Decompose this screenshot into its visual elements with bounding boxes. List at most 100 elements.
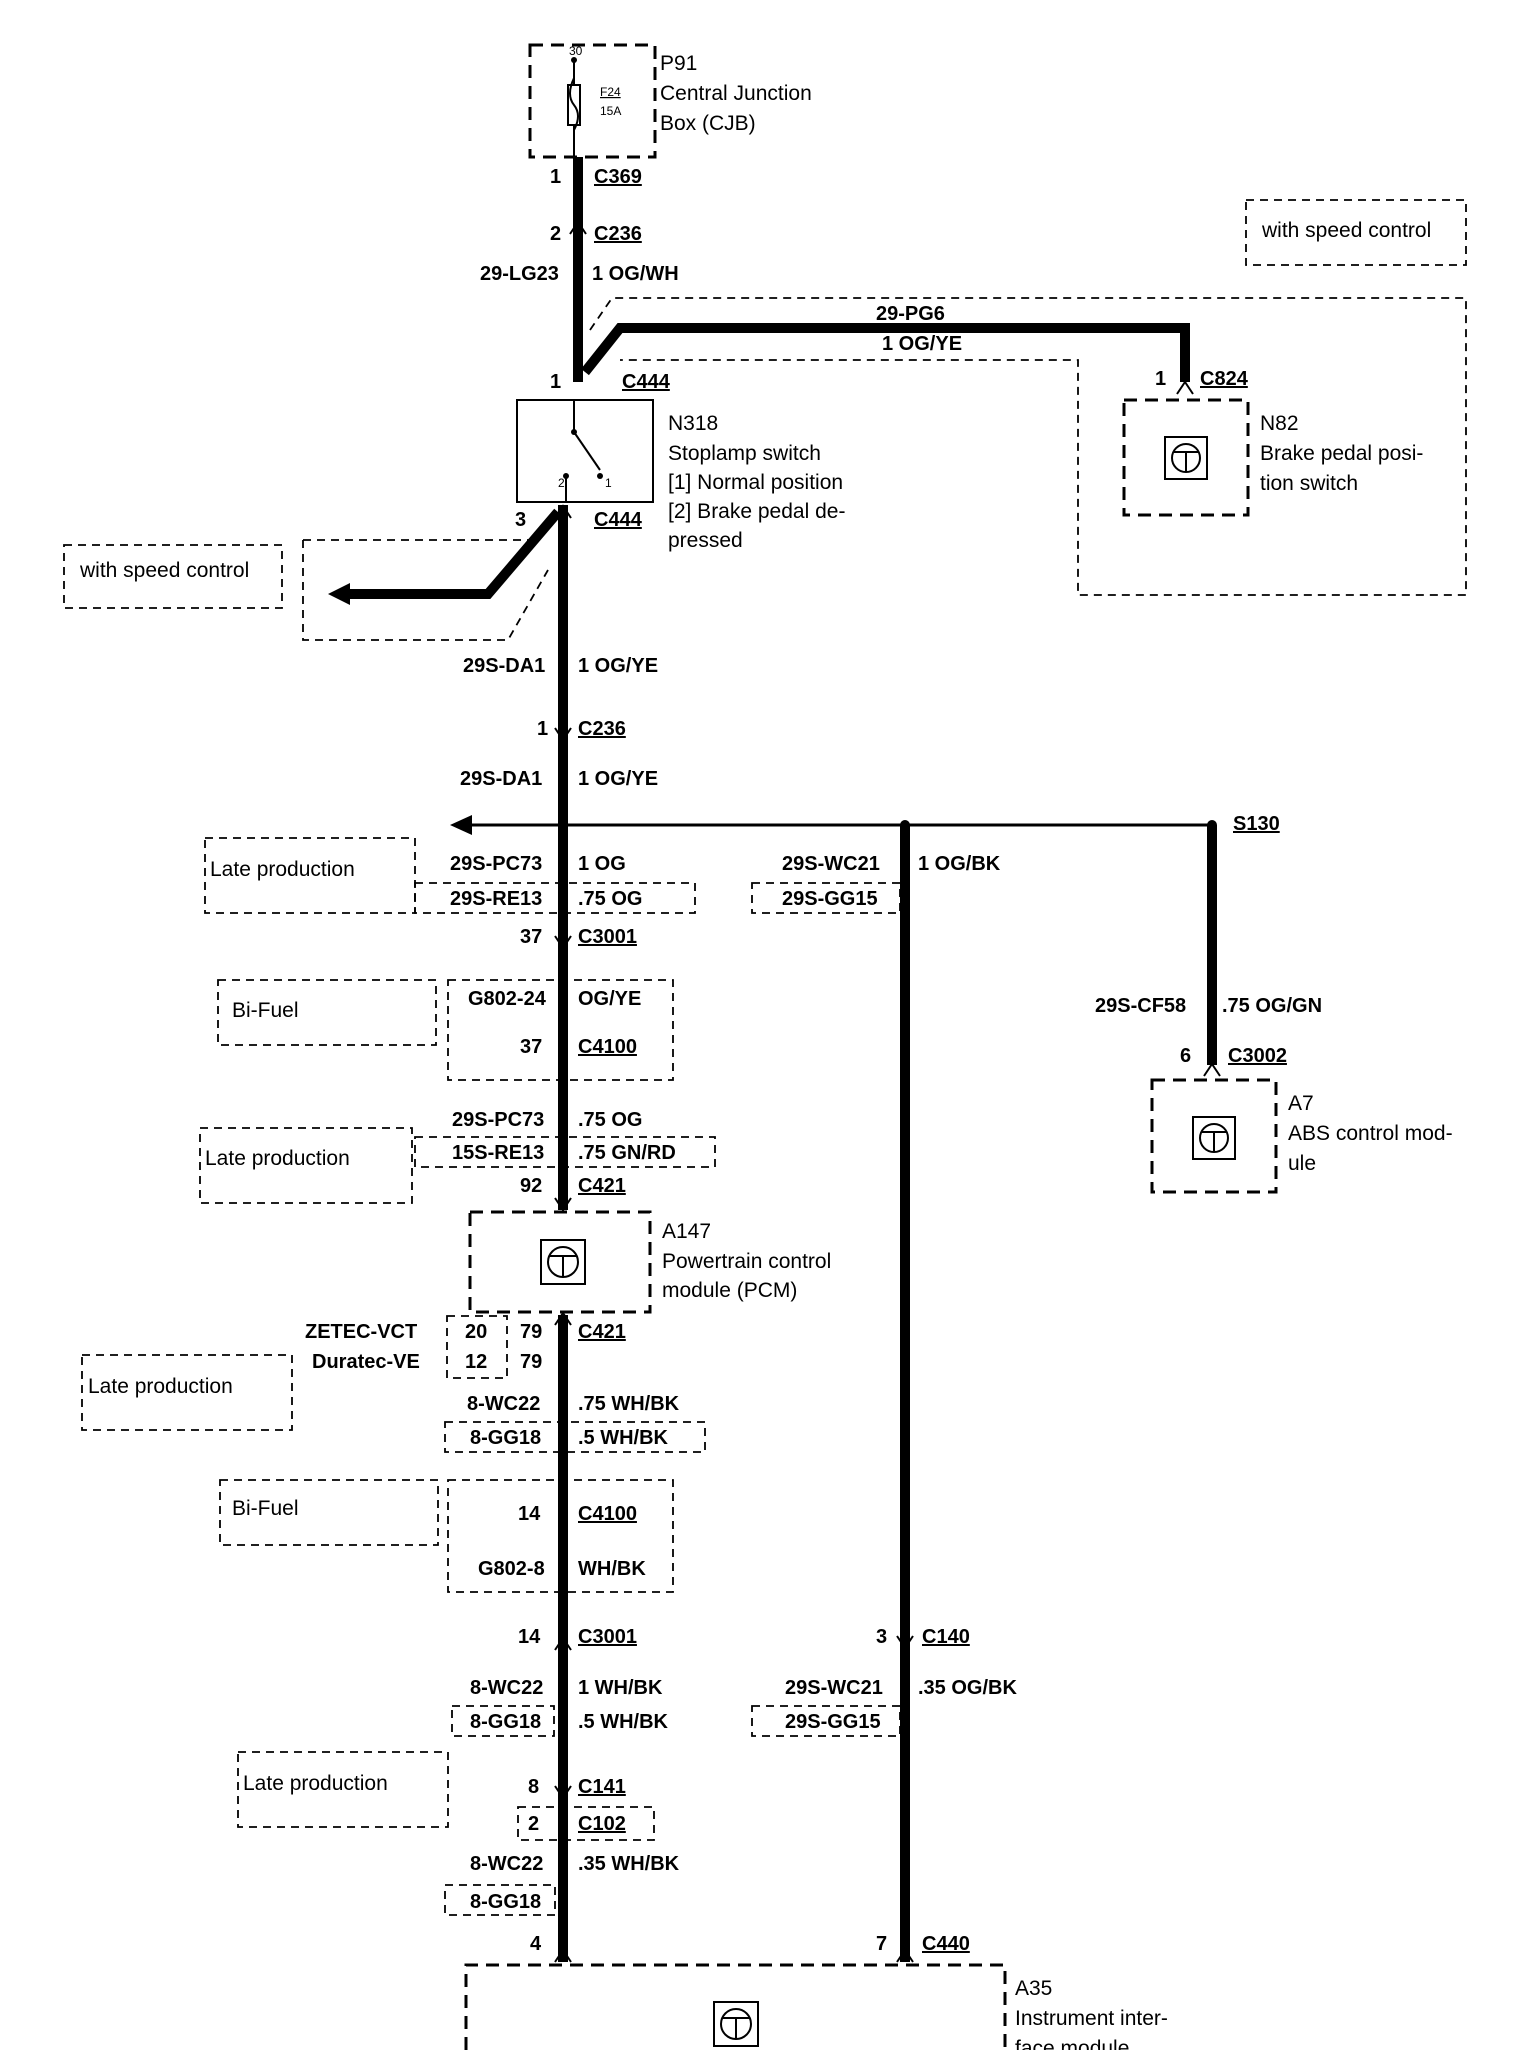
c3001-top-name: C3001 [578, 926, 637, 948]
w5-alt-circuit: 29S-RE13 [450, 888, 542, 910]
w8-alt-spec: .75 GN/RD [578, 1142, 676, 1164]
p91-id: P91 [660, 52, 697, 75]
c4100-bottom-pin: 14 [518, 1503, 541, 1525]
connector-arrow-icon [1176, 380, 1194, 395]
w14-circuit: 8-WC22 [470, 1853, 543, 1875]
a35-line1: Instrument inter- [1015, 2007, 1168, 2030]
c102-name: C102 [578, 1813, 626, 1835]
n82-brake-pedal-position-switch: 1 C824 N82 Brake pedal posi- tion switch [1122, 368, 1423, 517]
a147-id: A147 [662, 1220, 711, 1243]
bifuel-2-box [219, 1479, 439, 1546]
fuse-icon [567, 57, 581, 157]
c421-top-name: C421 [578, 1175, 626, 1197]
speed-control-region: with speed control [589, 199, 1467, 596]
n318-id: N318 [668, 412, 718, 435]
w7-spec: OG/YE [578, 988, 641, 1010]
w3-circuit: 29S-DA1 [463, 655, 545, 677]
n318-line4: pressed [668, 529, 743, 552]
w4-circuit: 29S-DA1 [460, 768, 542, 790]
w12-alt-spec: .5 WH/BK [578, 1711, 669, 1733]
p91-pin: 30 [569, 44, 583, 58]
w10-alt-circuit: 8-GG18 [470, 1427, 541, 1449]
w10-circuit: 8-WC22 [467, 1393, 540, 1415]
c3002-name: C3002 [1228, 1045, 1287, 1067]
n318-pin-b: 1 [605, 476, 612, 490]
connector-arrow-icon [554, 935, 572, 950]
c444-bottom-name: C444 [594, 509, 643, 531]
w8-circuit: 29S-PC73 [452, 1109, 544, 1131]
c440-pin: 7 [876, 1933, 887, 1955]
c369-name: C369 [594, 166, 642, 188]
connector-arrow-icon [554, 1197, 572, 1212]
zetec-pin: 20 [465, 1321, 487, 1343]
c102-pin: 2 [528, 1813, 539, 1835]
c236-mid-name: C236 [578, 718, 626, 740]
w1-circuit: 29-LG23 [480, 263, 559, 285]
splice-dot-icon [558, 820, 568, 830]
a7-id: A7 [1288, 1092, 1314, 1115]
connector-arrow-icon [569, 220, 587, 235]
w13-alt-box [751, 1705, 901, 1737]
w13-alt-circuit: 29S-GG15 [785, 1711, 881, 1733]
a35-line2: face module [1015, 2037, 1129, 2050]
w2-circuit: 29-PG6 [876, 303, 945, 325]
w7-circuit: G802-24 [468, 988, 547, 1010]
connector-arrow-icon [896, 1948, 914, 1963]
w13-circuit: 29S-WC21 [785, 1677, 883, 1699]
switch-icon [563, 400, 603, 502]
n318-line3: [2] Brake pedal de- [668, 500, 845, 523]
c421-bottom-pin: 79 [520, 1321, 542, 1343]
duratec-pin: 12 [465, 1351, 487, 1373]
n318-line2: [1] Normal position [668, 471, 843, 494]
w5-spec: 1 OG [578, 853, 626, 875]
p91-central-junction-box: 30 F24 15A P91 Central Junction Box (CJB… [528, 43, 812, 159]
c444-bottom-pin: 3 [515, 509, 526, 531]
engine-pin-box [446, 1315, 508, 1379]
n318-stoplamp-switch: 2 1 N318 Stoplamp switch [1] Normal posi… [516, 399, 845, 552]
c444-top-pin: 1 [550, 371, 561, 393]
module-symbol-icon [1192, 1116, 1236, 1160]
late-production-2-note: Late production [205, 1147, 350, 1170]
w12-alt-circuit: 8-GG18 [470, 1711, 541, 1733]
c421-top-pin: 92 [520, 1175, 542, 1197]
late-production-3-note: Late production [88, 1375, 233, 1398]
c440-left-pin: 4 [530, 1933, 542, 1955]
fuse-id: F24 [600, 85, 621, 99]
c141-pin: 8 [528, 1776, 539, 1798]
fuse-rating: 15A [600, 104, 621, 118]
w13-spec: .35 OG/BK [918, 1677, 1017, 1699]
late-production-4-note: Late production [243, 1772, 388, 1795]
n82-line1: Brake pedal posi- [1260, 442, 1423, 465]
c369-pin: 1 [550, 166, 561, 188]
w3-spec: 1 OG/YE [578, 655, 658, 677]
c236-top-pin: 2 [550, 223, 561, 245]
w8-spec: .75 OG [578, 1109, 642, 1131]
bifuel-1-note: Bi-Fuel [232, 999, 299, 1022]
connector-arrow-icon [554, 1311, 572, 1326]
p91-name-line2: Box (CJB) [660, 112, 756, 135]
late-production-2-box [199, 1127, 413, 1204]
module-symbol-icon [713, 2001, 759, 2047]
w6-alt-box [751, 882, 901, 914]
connector-arrow-icon [896, 1635, 914, 1650]
a7-line1: ABS control mod- [1288, 1122, 1453, 1145]
connector-arrow-icon [554, 1636, 572, 1651]
c421-bottom-alt-pin: 79 [520, 1351, 542, 1373]
connector-arrow-icon [554, 1948, 572, 1963]
n318-pin-a: 2 [558, 476, 565, 490]
w10-alt-spec: .5 WH/BK [578, 1427, 669, 1449]
bifuel-2-detail-box [447, 1479, 674, 1593]
c824-name: C824 [1200, 368, 1249, 390]
w11-circuit: G802-8 [478, 1558, 545, 1580]
w1-spec: 1 OG/WH [592, 263, 679, 285]
w6-spec: 1 OG/BK [918, 853, 1001, 875]
bifuel-2-note: Bi-Fuel [232, 1497, 299, 1520]
w6-circuit: 29S-WC21 [782, 853, 880, 875]
module-symbol-icon [540, 1239, 586, 1285]
arrow-left-icon [450, 815, 472, 835]
connector-arrow-icon [554, 727, 572, 742]
bifuel-1-box [217, 979, 437, 1046]
w10-spec: .75 WH/BK [578, 1393, 680, 1415]
w9-circuit: 29S-CF58 [1095, 995, 1186, 1017]
